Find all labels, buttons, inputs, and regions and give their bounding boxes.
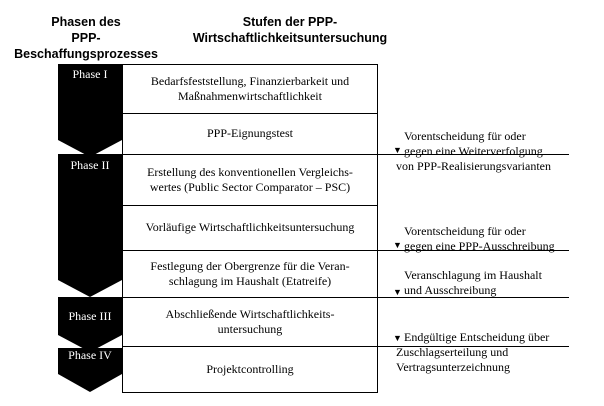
decision-text-4: Endgültige Entscheidung über	[404, 330, 549, 345]
decision-2-line-2: gegen eine PPP-Ausschreibung	[404, 239, 555, 253]
stage-6-line-1: Abschließende Wirtschaftlichkeits-	[165, 306, 335, 321]
decision-4-line-3: Vertragsunterzeichnung	[396, 360, 510, 374]
decision-4-line-2: Zuschlagserteilung und	[396, 345, 509, 359]
stage-box-4: Vorläufige Wirtschaftlichkeitsuntersuchu…	[122, 205, 378, 251]
stage-3-line-1: Erstellung des konventionellen Vergleich…	[147, 164, 353, 179]
decision-4-marker-icon: ▼	[393, 333, 402, 343]
decision-text-3: Veranschlagung im Haushalt und Ausschrei…	[404, 268, 542, 298]
decision-text-2: Vorentscheidung für oder gegen eine PPP-…	[404, 224, 555, 254]
stage-2-line-1: PPP-Eignungstest	[206, 126, 293, 141]
stage-1-line-1: Bedarfsfeststellung, Finanzierbarkeit un…	[150, 73, 350, 88]
stage-5-line-1: Festlegung der Obergrenze für die Veran-	[150, 258, 350, 273]
phase-arrow-segment-3	[58, 297, 122, 352]
stage-1-line-2: Maßnahmenwirtschaftlichkeit	[178, 89, 322, 103]
phase-label-1: Phase I	[72, 67, 108, 81]
decision-1-line-3: von PPP-Realisierungsvarianten	[396, 159, 551, 173]
stage-5-line-2: schlagung im Haushalt (Etatreife)	[168, 274, 332, 288]
decision-text-4-continued: Zuschlagserteilung und Vertragsunterzeic…	[396, 345, 510, 375]
decision-divider-2	[378, 250, 569, 251]
decision-1-line-1: Vorentscheidung für oder	[404, 129, 526, 143]
stage-box-5: Festlegung der Obergrenze für die Veran-…	[122, 250, 378, 298]
stages-header-line-2: Wirtschaftlichkeitsuntersuchung	[192, 31, 388, 45]
stage-box-6: Abschließende Wirtschaftlichkeits- unter…	[122, 297, 378, 347]
phase-label-4: Phase IV	[68, 348, 112, 362]
stage-box-3: Erstellung des konventionellen Vergleich…	[122, 154, 378, 206]
decision-1-marker-icon: ▼	[393, 145, 402, 155]
stage-3-line-2: wertes (Public Sector Comparator – PSC)	[149, 180, 351, 194]
decision-1-line-2: gegen eine Weiterverfolgung	[404, 144, 543, 158]
stages-column-header: Stufen der PPP- Wirtschaftlichkeitsunter…	[190, 14, 390, 46]
decision-text-1: Vorentscheidung für oder gegen eine Weit…	[404, 129, 543, 159]
decision-3-line-2: und Ausschreibung	[404, 283, 497, 297]
stage-6-line-2: untersuchung	[217, 322, 283, 336]
stages-header-line-1: Stufen der PPP-	[242, 15, 338, 29]
decision-divider-4	[378, 346, 569, 347]
stage-box-2: PPP-Eignungstest	[122, 113, 378, 155]
phases-header-line-2: PPP-Beschaffungsprozesses	[14, 31, 158, 61]
phase-arrow-segment-1	[58, 64, 122, 157]
decision-divider-3	[378, 297, 569, 298]
decision-3-line-1: Veranschlagung im Haushalt	[404, 268, 542, 282]
phases-header-line-1: Phasen des	[51, 15, 121, 29]
decision-text-1-continued: von PPP-Realisierungsvarianten	[396, 159, 551, 174]
stage-7-line-1: Projektcontrolling	[206, 361, 294, 376]
stage-box-1: Bedarfsfeststellung, Finanzierbarkeit un…	[122, 64, 378, 114]
phase-label-3: Phase III	[68, 309, 112, 323]
phases-column-header: Phasen des PPP-Beschaffungsprozesses	[0, 14, 172, 62]
decision-divider-1	[378, 154, 569, 155]
phase-arrow-segment-4	[58, 348, 122, 392]
decision-2-line-1: Vorentscheidung für oder	[404, 224, 526, 238]
phase-arrow-segment-2	[58, 154, 122, 297]
decision-3-marker-icon: ▼	[393, 287, 402, 297]
stage-box-7: Projektcontrolling	[122, 346, 378, 393]
decision-2-marker-icon: ▼	[393, 240, 402, 250]
phase-label-2: Phase II	[70, 158, 110, 172]
stage-4-line-1: Vorläufige Wirtschaftlichkeitsuntersuchu…	[145, 220, 355, 235]
decision-4-line-1: Endgültige Entscheidung über	[404, 330, 550, 344]
